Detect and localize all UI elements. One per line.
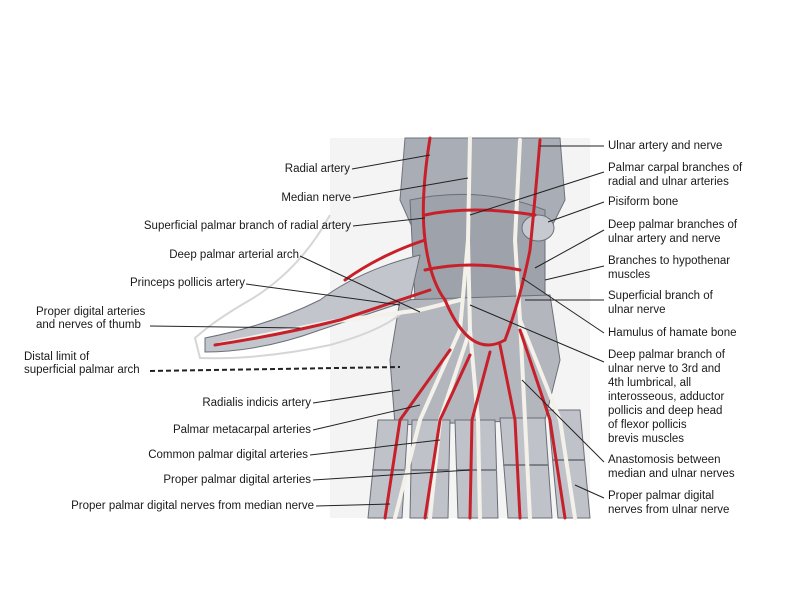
label-distal-limit-1: Distal limit of <box>24 351 90 363</box>
label-deep-branch-5: pollicis and deep head <box>608 405 723 417</box>
label-distal-limit-2: superficial palmar arch <box>24 364 140 376</box>
thumb-skin-outline <box>193 214 406 360</box>
label-superficial-ulnar-1: Superficial branch of <box>608 290 713 302</box>
label-deep-palmar-branches-2: ulnar artery and nerve <box>608 233 721 245</box>
label-deep-palmar-arterial-arch: Deep palmar arterial arch <box>169 249 299 261</box>
label-anastomosis-1: Anastomosis between <box>608 454 721 466</box>
label-princeps-pollicis: Princeps pollicis artery <box>129 277 245 289</box>
label-deep-branch-1: Deep palmar branch of <box>608 349 725 361</box>
label-deep-branch-4: interosseous, adductor <box>608 391 725 403</box>
label-deep-branch-3: 4th lumbrical, all <box>608 377 692 389</box>
label-superficial-ulnar-2: ulnar nerve <box>608 304 666 316</box>
label-deep-branch-2: ulnar nerve to 3rd and <box>608 363 721 375</box>
label-hypothenar-2: muscles <box>608 269 651 281</box>
label-deep-branch-6: of flexor pollicis <box>608 419 687 431</box>
label-palmar-carpal-2: radial and ulnar arteries <box>608 176 729 188</box>
label-superficial-palmar-branch: Superficial palmar branch of radial arte… <box>143 220 351 232</box>
label-median-nerve: Median nerve <box>281 192 351 204</box>
label-proper-palmar-digital-arteries: Proper palmar digital arteries <box>163 474 311 486</box>
leader-lines <box>149 145 605 507</box>
label-common-palmar-digital: Common palmar digital arteries <box>148 449 308 461</box>
label-proper-palmar-ulnar-1: Proper palmar digital <box>608 490 715 502</box>
label-ulnar-artery-nerve: Ulnar artery and nerve <box>608 140 723 152</box>
label-radialis-indicis: Radialis indicis artery <box>202 397 311 409</box>
arteries <box>213 136 567 520</box>
label-pisiform: Pisiform bone <box>608 196 679 208</box>
label-hypothenar-1: Branches to hypothenar <box>608 255 731 267</box>
carpal-bones <box>409 193 546 311</box>
label-proper-palmar-ulnar-2: nerves from ulnar nerve <box>608 504 730 516</box>
pisiform-bone-shape <box>521 214 555 242</box>
label-proper-palmar-digital-nerves-median: Proper palmar digital nerves from median… <box>71 500 314 512</box>
label-proper-digital-thumb-2: and nerves of thumb <box>36 319 141 331</box>
label-deep-palmar-branches-1: Deep palmar branches of <box>608 219 738 231</box>
label-hamulus: Hamulus of hamate bone <box>608 327 737 339</box>
label-radial-artery: Radial artery <box>284 163 350 175</box>
label-anastomosis-2: median and ulnar nerves <box>608 468 735 480</box>
label-proper-digital-thumb-1: Proper digital arteries <box>36 306 146 318</box>
label-deep-branch-7: brevis muscles <box>608 433 685 445</box>
label-palmar-metacarpal: Palmar metacarpal arteries <box>172 424 311 436</box>
label-palmar-carpal-1: Palmar carpal branches of <box>608 162 743 174</box>
